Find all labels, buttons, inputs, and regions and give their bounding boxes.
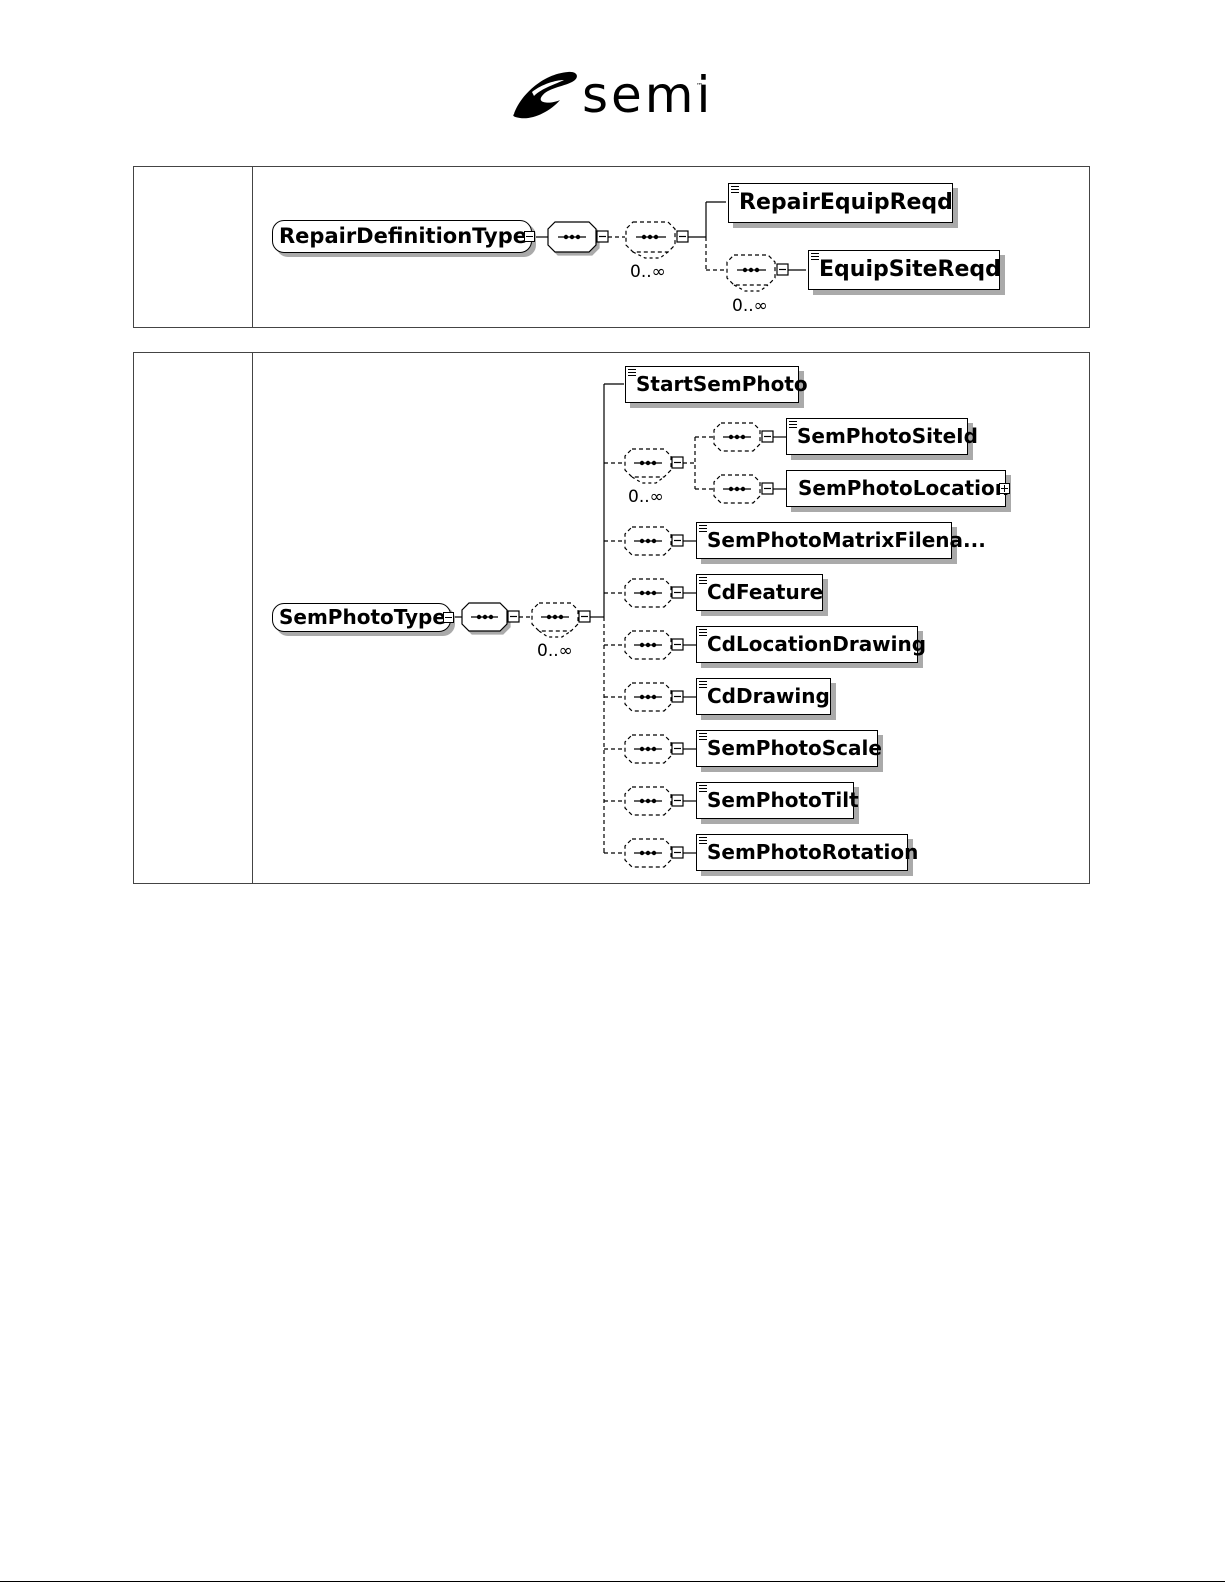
element-sem-photo-matrix-filename[interactable]: SemPhotoMatrixFilena... <box>696 522 952 559</box>
occurrence-label: 0..∞ <box>537 641 573 661</box>
complex-type-sem-photo: SemPhotoType <box>272 603 451 632</box>
element-label: CdFeature <box>707 580 823 604</box>
occurrence-label: 0..∞ <box>628 487 664 507</box>
element-equip-site-reqd[interactable]: EquipSiteReqd <box>808 250 1000 290</box>
element-icon <box>731 186 739 194</box>
element-label: RepairEquipReqd <box>739 190 953 215</box>
occurrence-label: 0..∞ <box>630 262 666 282</box>
element-label: SemPhotoMatrixFilena... <box>707 528 986 552</box>
element-cd-drawing[interactable]: CdDrawing <box>696 678 831 715</box>
element-icon <box>699 577 707 585</box>
element-repair-equip-reqd[interactable]: RepairEquipReqd <box>728 183 953 223</box>
element-label: CdDrawing <box>707 684 830 708</box>
element-icon <box>699 681 707 689</box>
complex-type-repair-definition: RepairDefinitionType <box>272 220 532 253</box>
element-icon <box>789 421 797 429</box>
type-name: SemPhotoType <box>279 605 446 629</box>
element-icon <box>699 629 707 637</box>
element-cd-location-drawing[interactable]: CdLocationDrawing <box>696 626 918 663</box>
element-label: SemPhotoScale <box>707 736 882 760</box>
page-bottom-rule <box>0 1581 1225 1582</box>
occurrence-label: 0..∞ <box>732 296 768 316</box>
element-label: SemPhotoLocation <box>798 476 1009 500</box>
element-icon <box>811 253 819 261</box>
element-sem-photo-location[interactable]: SemPhotoLocation <box>786 470 1006 507</box>
element-icon <box>699 785 707 793</box>
element-icon <box>699 837 707 845</box>
element-label: SemPhotoSiteId <box>797 424 978 448</box>
collapse-icon[interactable] <box>443 612 454 623</box>
element-icon <box>628 369 636 377</box>
element-sem-photo-tilt[interactable]: SemPhotoTilt <box>696 782 854 819</box>
element-sem-photo-scale[interactable]: SemPhotoScale <box>696 730 878 767</box>
element-label: StartSemPhoto <box>636 372 808 396</box>
type-name: RepairDefinitionType <box>279 224 527 248</box>
element-icon <box>699 525 707 533</box>
element-label: SemPhotoRotation <box>707 840 918 864</box>
collapse-icon[interactable] <box>524 231 535 242</box>
element-label: CdLocationDrawing <box>707 632 926 656</box>
element-sem-photo-site-id[interactable]: SemPhotoSiteId <box>786 418 968 455</box>
expand-icon[interactable] <box>999 483 1010 494</box>
element-start-sem-photo[interactable]: StartSemPhoto <box>625 366 799 403</box>
element-sem-photo-rotation[interactable]: SemPhotoRotation <box>696 834 908 871</box>
element-icon <box>699 733 707 741</box>
element-label: EquipSiteReqd <box>819 257 1001 282</box>
element-label: SemPhotoTilt <box>707 788 859 812</box>
element-cd-feature[interactable]: CdFeature <box>696 574 823 611</box>
